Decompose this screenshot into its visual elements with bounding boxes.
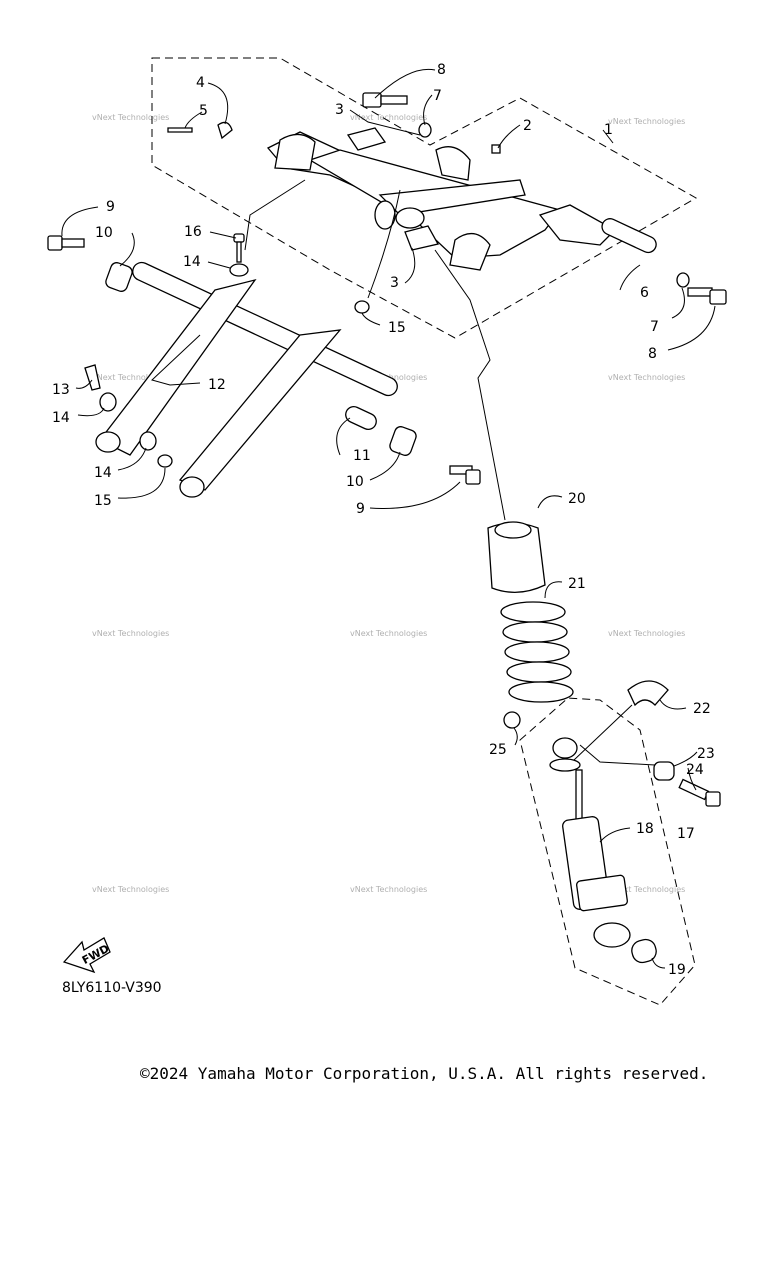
watermark: vNext Technologies: [608, 117, 685, 126]
callout-4: 4: [196, 75, 205, 91]
callout-14: 14: [183, 254, 201, 270]
watermark: vNext Technologies: [608, 885, 685, 894]
callout-8: 8: [437, 62, 446, 78]
watermark: vNext Technologies: [92, 629, 169, 638]
callout-19: 19: [668, 962, 686, 978]
watermark: vNext Technologies: [350, 629, 427, 638]
plate-3-top: [346, 127, 387, 151]
bolt-8-top: [362, 92, 408, 108]
callout-10: 10: [346, 474, 364, 490]
callout-22: 22: [693, 701, 711, 717]
shock-assembly-outline: [519, 697, 696, 1006]
callout-18: 18: [636, 821, 654, 837]
watermark: vNext Technologies: [92, 885, 169, 894]
callout-7: 7: [433, 88, 442, 104]
watermark: vNext Technologies: [92, 113, 169, 122]
callout-14: 14: [52, 410, 70, 426]
lower-arms: [95, 261, 417, 498]
bolt-9-right: [449, 465, 481, 485]
watermark: vNext Technologies: [608, 629, 685, 638]
callout-1: 1: [604, 122, 613, 138]
callout-7: 7: [650, 319, 659, 335]
callout-3: 3: [390, 275, 399, 291]
watermark: vNext Technologies: [350, 113, 427, 122]
collar-11: [345, 405, 377, 431]
callout-17: 17: [677, 826, 695, 842]
bolt-24: [678, 778, 721, 807]
callout-16: 16: [184, 224, 202, 240]
bushing-10-left: [105, 262, 133, 292]
watermark: vNext Technologies: [608, 373, 685, 382]
washer-7-top: [418, 122, 432, 138]
bushing-19: [631, 938, 657, 964]
diagram-code: 8LY6110-V390: [62, 980, 162, 996]
washer-14-low: [139, 431, 157, 451]
spring-21: [500, 601, 574, 703]
callout-9: 9: [356, 501, 365, 517]
bolt-13: [84, 364, 101, 391]
callout-21: 21: [568, 576, 586, 592]
upper-arm-assembly-outline: [151, 57, 698, 339]
bolt-16: [233, 233, 245, 263]
copyright-text: ©2024 Yamaha Motor Corporation, U.S.A. A…: [140, 1064, 708, 1083]
callout-2: 2: [523, 118, 532, 134]
bushing-10-right: [389, 426, 417, 456]
washer-14-mid: [99, 392, 117, 412]
callout-25: 25: [489, 742, 507, 758]
shock-absorber: [487, 521, 721, 964]
callout-14: 14: [94, 465, 112, 481]
callout-9: 9: [106, 199, 115, 215]
callout-5: 5: [199, 103, 208, 119]
leader-lines: [61, 68, 716, 969]
plate-3-bottom: [404, 225, 439, 251]
callout-12: 12: [208, 377, 226, 393]
callout-10: 10: [95, 225, 113, 241]
fwd-arrow: FWD: [62, 937, 111, 974]
pin-5: [167, 127, 193, 133]
washer-7-right: [676, 272, 690, 288]
nut-15-left: [157, 454, 173, 468]
callout-11: 11: [353, 448, 371, 464]
bolt-8-right: [687, 287, 727, 305]
callout-23: 23: [697, 746, 715, 762]
bolt-9-left: [47, 235, 85, 251]
callout-3: 3: [335, 102, 344, 118]
callouts: 1 2 3 3 4 5 6 7 7 8 8 9 9 10 10 11 12 13…: [52, 62, 715, 978]
watermark: vNext Technologies: [350, 885, 427, 894]
watermarks: vNext Technologies vNext Technologies vN…: [92, 113, 685, 894]
callout-13: 13: [52, 382, 70, 398]
washer-14-top: [229, 263, 249, 277]
callout-20: 20: [568, 491, 586, 507]
upper-arm: [266, 131, 657, 271]
callout-15: 15: [94, 493, 112, 509]
nut-2: [491, 144, 501, 154]
nut-25: [503, 711, 521, 729]
callout-8: 8: [648, 346, 657, 362]
shaft-12: [132, 261, 398, 397]
clip-4: [217, 121, 233, 140]
collar-23: [653, 761, 675, 781]
nut-15-top: [354, 300, 370, 314]
callout-6: 6: [640, 285, 649, 301]
clip-22: [627, 680, 669, 707]
watermark: vNext Technologies: [92, 373, 169, 382]
callout-24: 24: [686, 762, 704, 778]
callout-15: 15: [388, 320, 406, 336]
